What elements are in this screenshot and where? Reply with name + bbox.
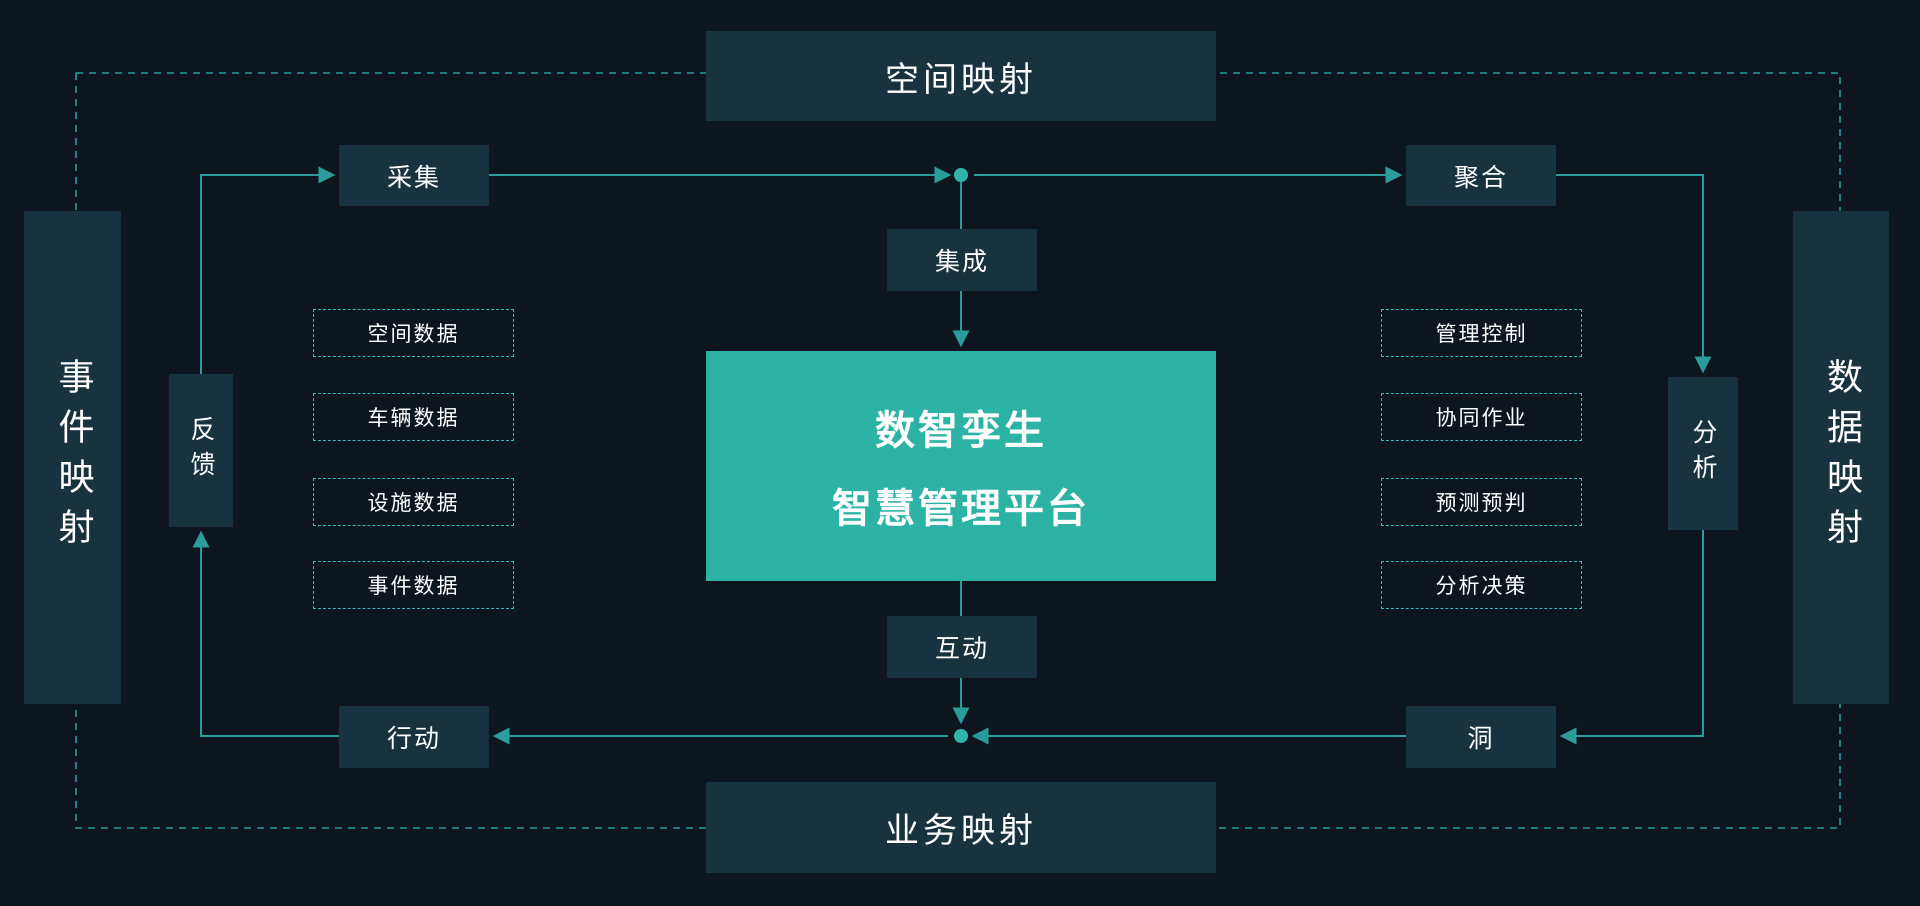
node-action-label: 行动 [386,724,441,753]
node-aggregate-label: 聚合 [1453,162,1508,192]
platform-box: 数智孪生 智慧管理平台 [706,351,1216,581]
node-integrate-label: 集成 [934,247,989,276]
mapping-label-business: 业务映射 [885,811,1037,851]
data-item-spatial: 空间数据 [313,309,514,357]
function-item-decision: 分析决策 [1381,561,1582,609]
edge-analyze-to-insight [1559,530,1704,745]
mapping-box-spatial: 空间映射 [706,31,1216,121]
node-collect: 采集 [339,145,489,206]
function-item-management: 管理控制 [1381,309,1582,357]
platform-title-line1: 数智孪生 [875,408,1047,454]
data-item-event-label: 事件数据 [367,574,460,598]
platform-title-line2: 智慧管理平台 [832,486,1090,532]
data-item-event: 事件数据 [313,561,514,609]
mapping-box-business: 业务映射 [706,782,1216,873]
junction-dot-bottom [954,729,968,743]
edge-aggregate-to-analyze [1556,174,1712,374]
node-interact-label: 互动 [934,634,989,663]
edge-action-to-feedback [192,530,339,737]
data-item-facility-label: 设施数据 [367,491,460,515]
node-insight: 洞 [1406,706,1556,768]
function-item-decision-label: 分析决策 [1435,574,1528,598]
function-item-prediction: 预测预判 [1381,478,1582,526]
mapping-box-event: 事件映射 [24,211,121,704]
node-interact: 互动 [887,616,1037,678]
node-analyze: 分析 [1668,377,1738,530]
function-item-prediction-label: 预测预判 [1435,491,1528,515]
mapping-label-spatial: 空间映射 [885,59,1037,100]
node-action: 行动 [339,706,489,768]
node-collect-label: 采集 [386,162,441,192]
mapping-label-event: 事件映射 [52,357,94,558]
function-item-collaboration-label: 协同作业 [1435,406,1528,430]
node-feedback: 反馈 [169,374,233,527]
node-feedback-label: 反馈 [187,415,216,486]
function-item-management-label: 管理控制 [1435,322,1528,346]
node-aggregate: 聚合 [1406,145,1556,206]
mapping-box-data: 数据映射 [1793,211,1889,704]
data-item-vehicle: 车辆数据 [313,393,514,441]
data-item-vehicle-label: 车辆数据 [367,406,460,430]
data-item-spatial-label: 空间数据 [367,322,460,346]
node-insight-label: 洞 [1467,724,1495,753]
data-item-facility: 设施数据 [313,478,514,526]
node-analyze-label: 分析 [1689,418,1718,489]
mapping-label-data: 数据映射 [1821,357,1862,558]
function-item-collaboration: 协同作业 [1381,393,1582,441]
junction-dot-top [954,168,968,182]
node-integrate: 集成 [887,229,1037,291]
edge-feedback-to-collect [200,166,336,374]
